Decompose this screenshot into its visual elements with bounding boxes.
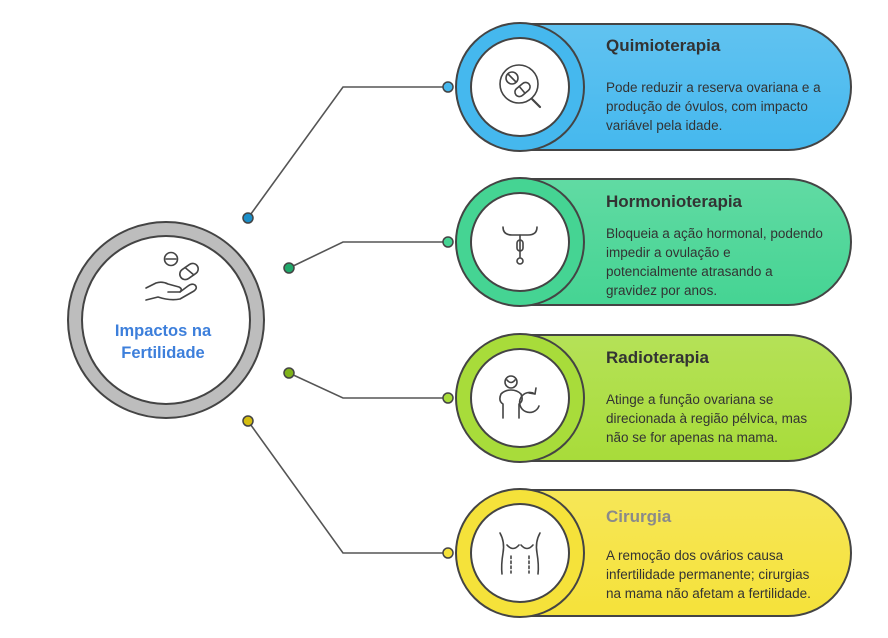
center-label: Impactos na Fertilidade — [90, 320, 236, 364]
card-pill — [519, 23, 852, 151]
connector-dot — [283, 367, 295, 379]
desc-line: na mama não afetam a fertilidade. — [606, 586, 811, 601]
connector-quimioterapia — [247, 86, 448, 219]
title-hormonioterapia: Hormonioterapia — [606, 192, 743, 211]
card-quimioterapia — [455, 22, 852, 152]
card-cirurgia — [455, 488, 852, 618]
title-quimioterapia: Quimioterapia — [606, 36, 721, 55]
desc-line: direcionada à região pélvica, mas — [606, 411, 808, 426]
desc-line: não se for apenas na mama. — [606, 430, 778, 445]
card-radioterapia — [455, 333, 852, 463]
desc-line: variável pela idade. — [606, 118, 723, 133]
connector-cirurgia — [247, 420, 448, 554]
pills-magnifier-icon — [499, 64, 542, 109]
connector-hormonioterapia — [288, 241, 448, 269]
torso-surgery-icon — [499, 532, 541, 575]
connector-dot — [442, 392, 454, 404]
connector-dot — [242, 415, 254, 427]
title-radioterapia: Radioterapia — [606, 348, 709, 367]
desc-quimioterapia: Pode reduzir a reserva ovariana e a prod… — [606, 78, 821, 135]
center-label-line1: Impactos na — [114, 322, 212, 340]
desc-line: A remoção dos ovários causa — [606, 548, 784, 563]
desc-radioterapia: Atinge a função ovariana se direcionada … — [606, 390, 807, 447]
desc-line: potencialmente atrasando a — [606, 264, 773, 279]
iud-icon — [502, 226, 538, 265]
desc-line: Atinge a função ovariana se — [606, 392, 774, 407]
card-pill — [519, 489, 852, 617]
connector-radioterapia — [288, 372, 448, 399]
title-cirurgia: Cirurgia — [606, 507, 672, 526]
desc-line: produção de óvulos, com impacto — [606, 99, 808, 114]
center-label-line2: Fertilidade — [121, 344, 205, 362]
connector-dot — [442, 81, 454, 93]
card-hormonioterapia — [455, 177, 852, 307]
connector-dot — [283, 262, 295, 274]
desc-hormonioterapia: Bloqueia a ação hormonal, podendo impedi… — [606, 224, 823, 300]
desc-line: Pode reduzir a reserva ovariana e a — [606, 80, 821, 95]
patient-rotation-icon — [499, 375, 540, 419]
connector-dot — [442, 547, 454, 559]
connector-dot — [242, 212, 254, 224]
card-pill — [519, 334, 852, 462]
desc-line: impedir a ovulação e — [606, 245, 731, 260]
center-node — [67, 221, 265, 419]
desc-line: Bloqueia a ação hormonal, podendo — [606, 226, 823, 241]
desc-line: infertilidade permanente; cirurgias — [606, 567, 810, 582]
card-pill — [519, 178, 852, 306]
desc-cirurgia: A remoção dos ovários causa infertilidad… — [606, 546, 811, 603]
hand-pills-icon — [145, 251, 199, 301]
desc-line: gravidez por anos. — [606, 283, 718, 298]
card-badge-inner — [470, 503, 570, 603]
connector-dot — [442, 236, 454, 248]
